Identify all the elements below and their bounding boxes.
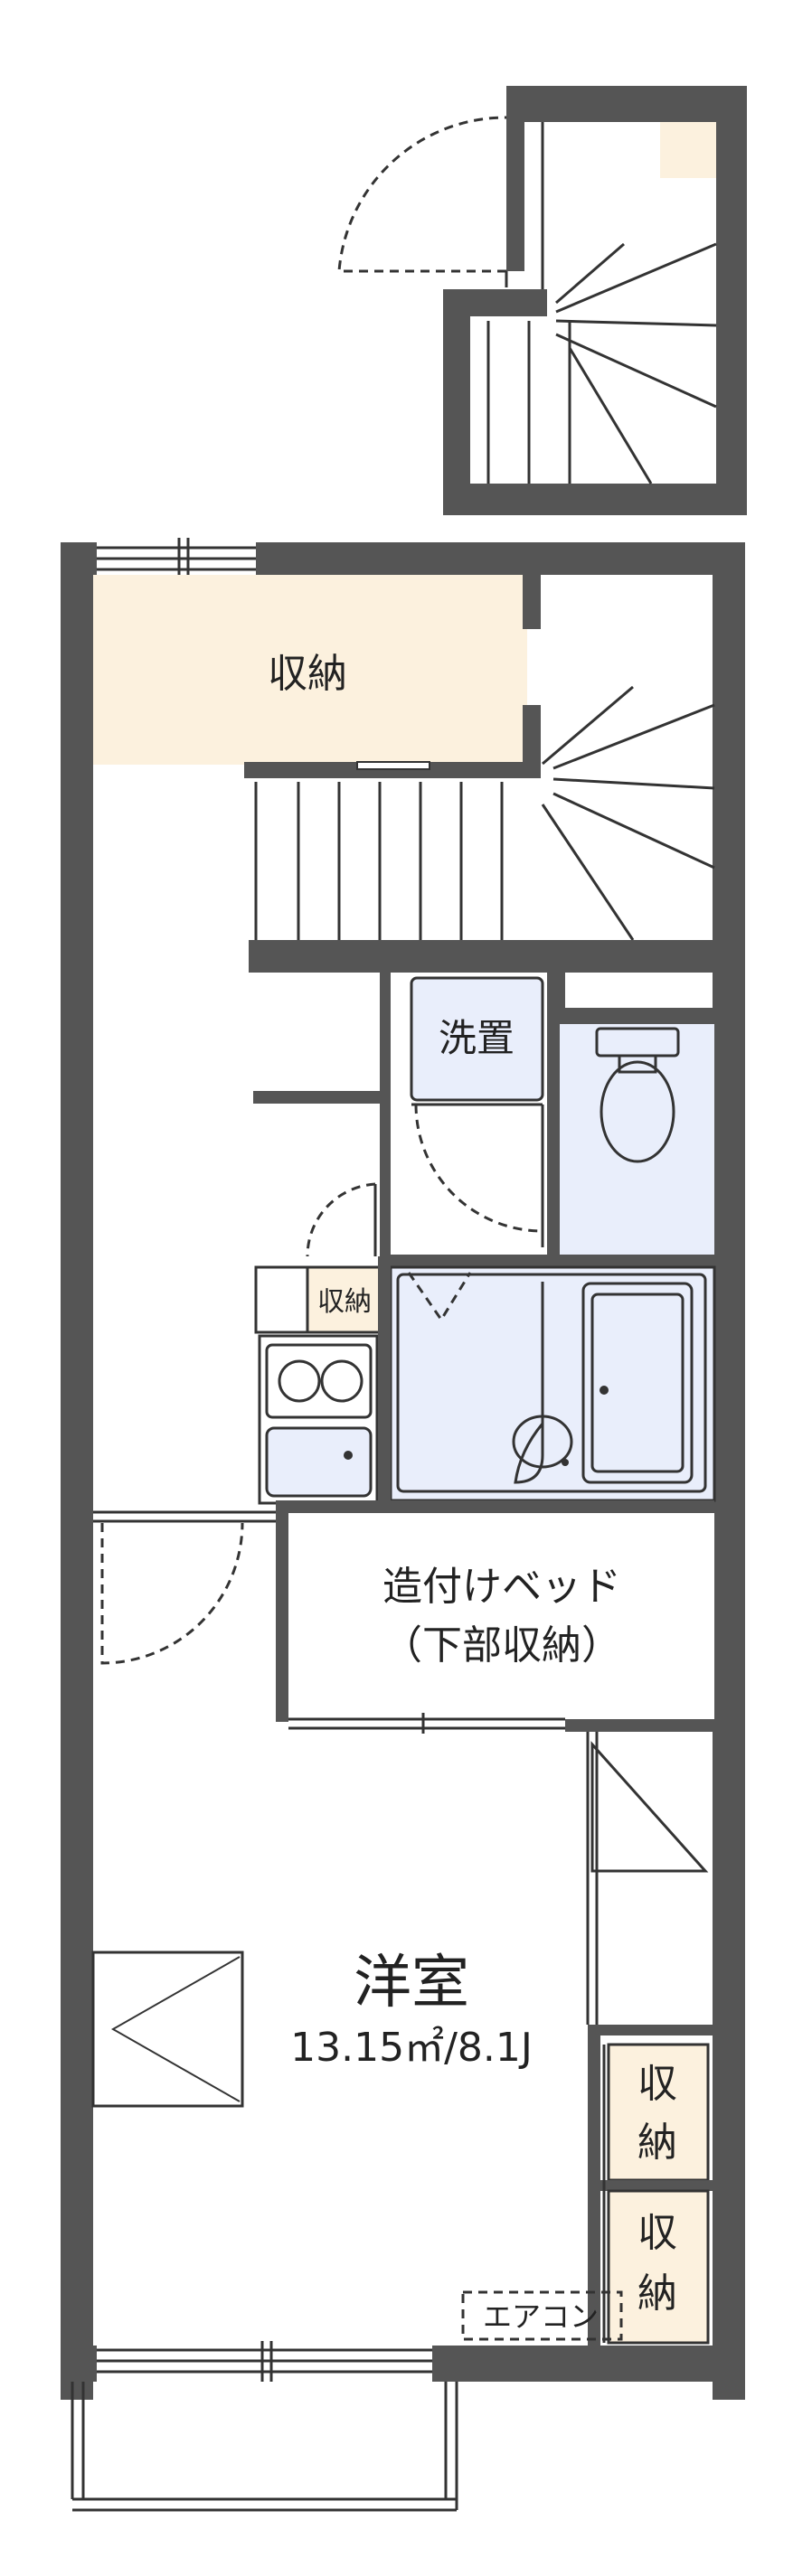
bed-wall-bottom-right: [565, 1719, 714, 1732]
kitchen-storage: [306, 1265, 383, 1334]
shower-icon: [512, 1282, 573, 1484]
western-room-area: 13.15㎡/8.1J: [290, 2025, 533, 2071]
aircon-box: [461, 2290, 623, 2341]
storage-top-wall-right: [523, 575, 541, 629]
storage-right-2: [607, 2189, 710, 2345]
loft-stairs: [486, 122, 717, 484]
loft-wall-left-lower: [443, 294, 470, 515]
wall-top-right: [256, 542, 745, 575]
closet-wall: [588, 2025, 714, 2035]
room-door-swing: [100, 1522, 244, 1665]
storage-right-2-b: 納: [637, 2270, 677, 2317]
storage-right-1-a: 収: [637, 2061, 677, 2107]
toilet-icon: [595, 1027, 680, 1163]
bed-label-line1: 造付けベッド: [382, 1564, 621, 1610]
bathtub-icon: [581, 1282, 694, 1484]
top-window: [97, 538, 256, 578]
loft-small-storage: [660, 122, 716, 178]
closet-diagonal: [590, 1741, 709, 1873]
loft-wall-right: [716, 86, 747, 515]
storage-top-wall-bottom-left: [244, 762, 357, 778]
wall-right: [713, 542, 745, 2400]
bath-inner: [396, 1273, 707, 1493]
kitchen-storage-label: 収納: [317, 1286, 372, 1318]
wc-wall-left: [547, 1024, 560, 1257]
bed-wall-left: [276, 1505, 288, 1722]
storage-top-wall-right-lower: [523, 705, 541, 768]
main-floor: 収納 洗置: [61, 538, 745, 2512]
kitchen-wall-right: [378, 1256, 391, 1502]
wc-wall-top: [547, 1008, 714, 1024]
loft-wall-left-upper: [506, 86, 524, 271]
bed-wall-top: [276, 1500, 714, 1513]
storage-top-opening: [356, 761, 430, 770]
kitchen-wall-stub: [253, 1091, 391, 1104]
storage-right-2-a: 収: [637, 2210, 677, 2256]
balcony: [71, 2382, 458, 2512]
side-window: [91, 1951, 244, 2108]
storage-top-label: 収納: [268, 651, 347, 697]
washer-label: 洗置: [439, 1016, 515, 1060]
bed-label-line2: （下部収納）: [382, 1622, 621, 1669]
storage-top: [93, 575, 527, 765]
wall-bottom-right: [432, 2346, 745, 2382]
wall-top-left-stub: [61, 542, 97, 575]
loft-door-swing: [337, 116, 507, 273]
stairs-bottom-wall: [249, 940, 714, 973]
storage-right-1: [607, 2043, 710, 2182]
bath-door-swing: [407, 1272, 472, 1322]
main-stairs: [254, 685, 715, 941]
kitchen-door-swing: [306, 1182, 376, 1257]
storage-divider: [600, 2180, 714, 2191]
loft-section: [337, 86, 747, 515]
bathroom: [389, 1265, 716, 1502]
wall-left: [61, 542, 93, 2400]
wall-bottom-left-stub: [61, 2346, 97, 2382]
bath-wall-top: [384, 1255, 714, 1267]
washer-door-swing: [414, 1104, 543, 1233]
washer-wall-left: [380, 973, 391, 1257]
built-in-bed: [288, 1513, 714, 1719]
loft-wall-bottom: [443, 484, 747, 515]
western-room-label: 洋室: [354, 1950, 469, 2017]
washer-wall-right: [547, 973, 565, 1018]
kitchen-counter-ext: [254, 1265, 309, 1334]
wc-room: [558, 1024, 714, 1255]
aircon-label: エアコン: [483, 2299, 599, 2334]
closet-stack-wall-left: [588, 2035, 600, 2347]
loft-wall-top: [506, 86, 747, 122]
bottom-window: [97, 2341, 432, 2382]
loft-wall-step: [443, 289, 547, 316]
washer-space: [410, 976, 544, 1102]
sink-icon: [265, 1426, 373, 1498]
storage-right-1-b: 納: [637, 2120, 677, 2166]
